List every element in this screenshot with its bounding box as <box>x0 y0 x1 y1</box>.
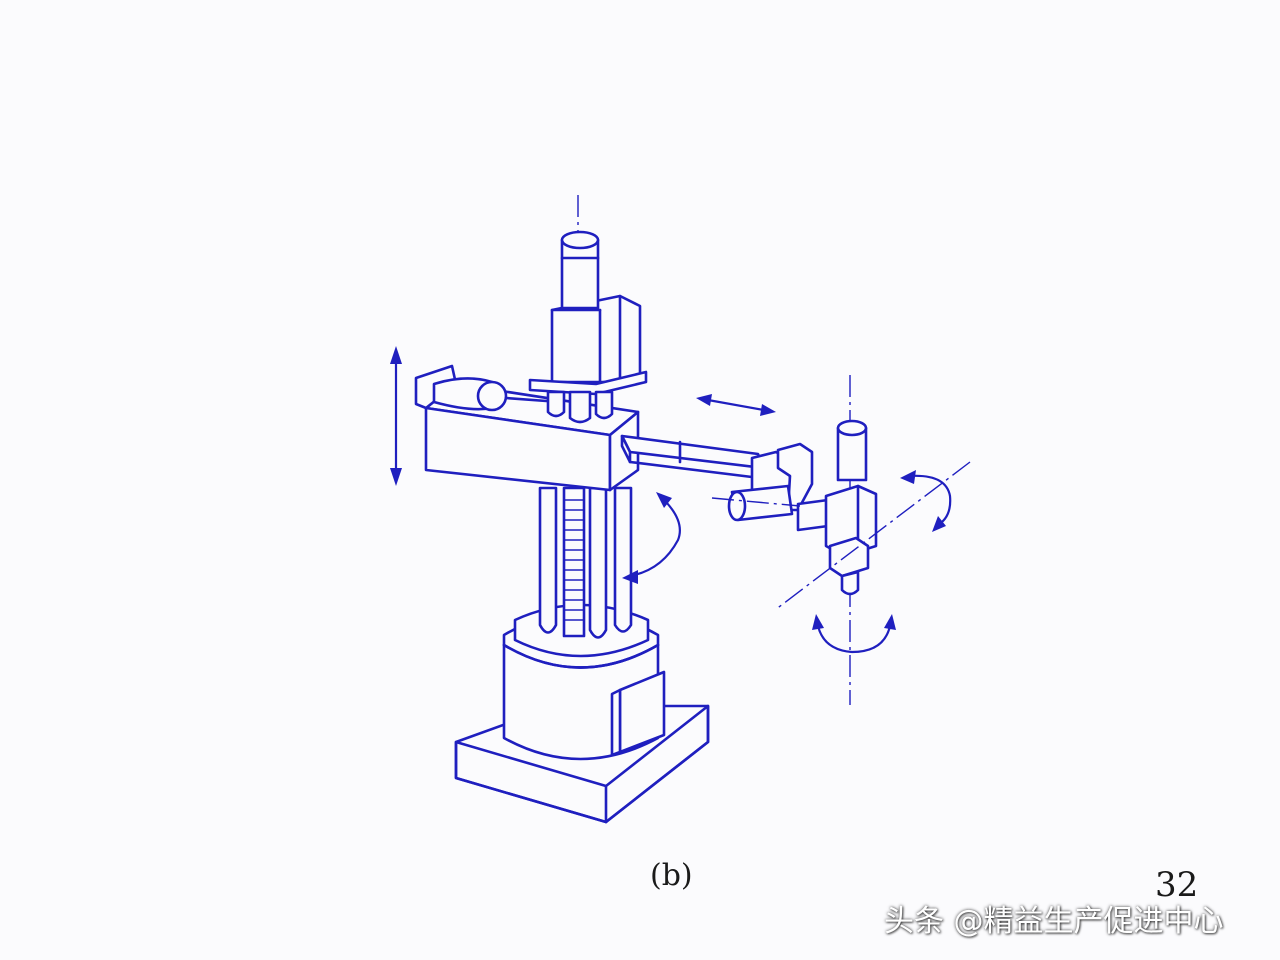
horizontal-motion-arrow <box>696 394 776 416</box>
page-number: 32 <box>1155 865 1199 905</box>
arm-cylinder <box>432 377 562 412</box>
column-rotation-arrow <box>622 492 681 584</box>
gripper <box>824 375 878 705</box>
gripper-rotation-arrow <box>812 614 896 654</box>
wrist-rotation-arrow <box>900 470 952 532</box>
figure-caption: (b) <box>650 858 693 893</box>
arm-axis <box>711 497 801 507</box>
guide-rods <box>538 486 633 639</box>
side-box <box>610 670 666 757</box>
wrist-axis <box>774 461 971 611</box>
vertical-motion-arrow <box>390 346 402 486</box>
upper-column <box>528 294 648 424</box>
extending-arm <box>620 434 766 480</box>
watermark-text: 头条 @精益生产促进中心 <box>884 904 1224 939</box>
top-cylinder <box>560 230 600 310</box>
